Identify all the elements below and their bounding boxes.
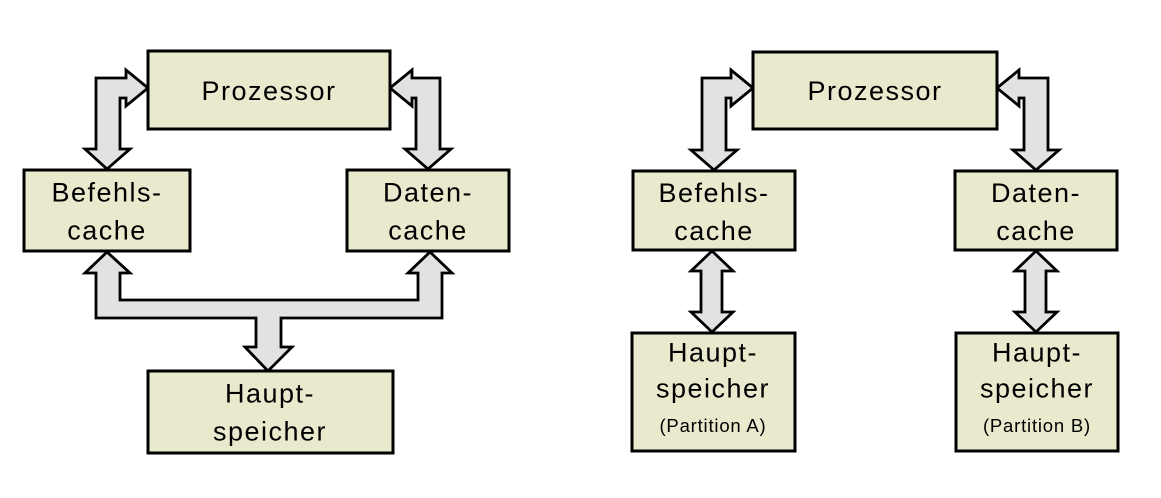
main-memory-b-label-line1: Haupt- <box>992 338 1082 368</box>
instruction-cache-label-line2: cache <box>67 216 147 246</box>
instruction-cache-label-line1: Befehls- <box>51 178 162 208</box>
arrow-processor-instruction-cache-left-diagram <box>81 67 151 171</box>
instruction-cache-rect <box>22 168 192 253</box>
processor-label: Prozessor <box>807 76 942 106</box>
instruction-cache-box-left-diagram: Befehls- cache <box>22 168 192 253</box>
main-memory-partition-a-rect <box>630 331 797 453</box>
arrow-instruction-cache-partition-a <box>687 249 737 334</box>
main-memory-a-label-line1: Haupt- <box>668 338 758 368</box>
processor-rect <box>146 49 392 131</box>
main-memory-label-line1: Haupt- <box>225 379 315 409</box>
processor-box-left-diagram: Prozessor <box>146 49 392 131</box>
main-memory-partition-b-rect <box>954 331 1120 453</box>
arrow-processor-instruction-cache-right-diagram <box>687 67 756 172</box>
data-cache-label-line1: Daten- <box>991 178 1081 208</box>
data-cache-rect <box>345 168 511 253</box>
main-memory-a-label-line2: speicher <box>656 374 770 404</box>
arrow-data-cache-partition-b <box>1011 249 1061 334</box>
main-memory-box-left-diagram: Haupt- speicher <box>146 369 395 455</box>
data-cache-label-line2: cache <box>388 216 468 246</box>
main-memory-b-sublabel: (Partition B) <box>983 415 1091 436</box>
main-memory-rect <box>146 369 395 455</box>
arrow-processor-data-cache-left-diagram <box>387 67 455 171</box>
data-cache-box-right-diagram: Daten- cache <box>953 169 1119 252</box>
processor-box-right-diagram: Prozessor <box>751 50 999 131</box>
instruction-cache-label-line1: Befehls- <box>658 178 769 208</box>
instruction-cache-box-right-diagram: Befehls- cache <box>631 169 797 252</box>
main-memory-b-label-line2: speicher <box>980 374 1094 404</box>
main-memory-a-sublabel: (Partition A) <box>659 415 766 436</box>
instruction-cache-rect <box>631 169 797 252</box>
data-cache-rect <box>953 169 1119 252</box>
arrow-processor-data-cache-right-diagram <box>994 67 1063 172</box>
data-cache-label-line2: cache <box>996 216 1076 246</box>
data-cache-box-left-diagram: Daten- cache <box>345 168 511 253</box>
diagram-partitioned-main-memory: Prozessor Befehls- cache Daten- cache Ha… <box>630 50 1120 453</box>
diagram-shared-main-memory: Prozessor Befehls- cache Daten- cache Ha… <box>22 49 511 455</box>
main-memory-partition-a-box: Haupt- speicher (Partition A) <box>630 331 797 453</box>
main-memory-label-line2: speicher <box>213 417 327 447</box>
data-cache-label-line1: Daten- <box>383 178 473 208</box>
processor-rect <box>751 50 999 131</box>
arrow-caches-main-memory-merged <box>81 250 456 374</box>
main-memory-partition-b-box: Haupt- speicher (Partition B) <box>954 331 1120 453</box>
processor-label: Prozessor <box>201 76 336 106</box>
instruction-cache-label-line2: cache <box>674 216 754 246</box>
